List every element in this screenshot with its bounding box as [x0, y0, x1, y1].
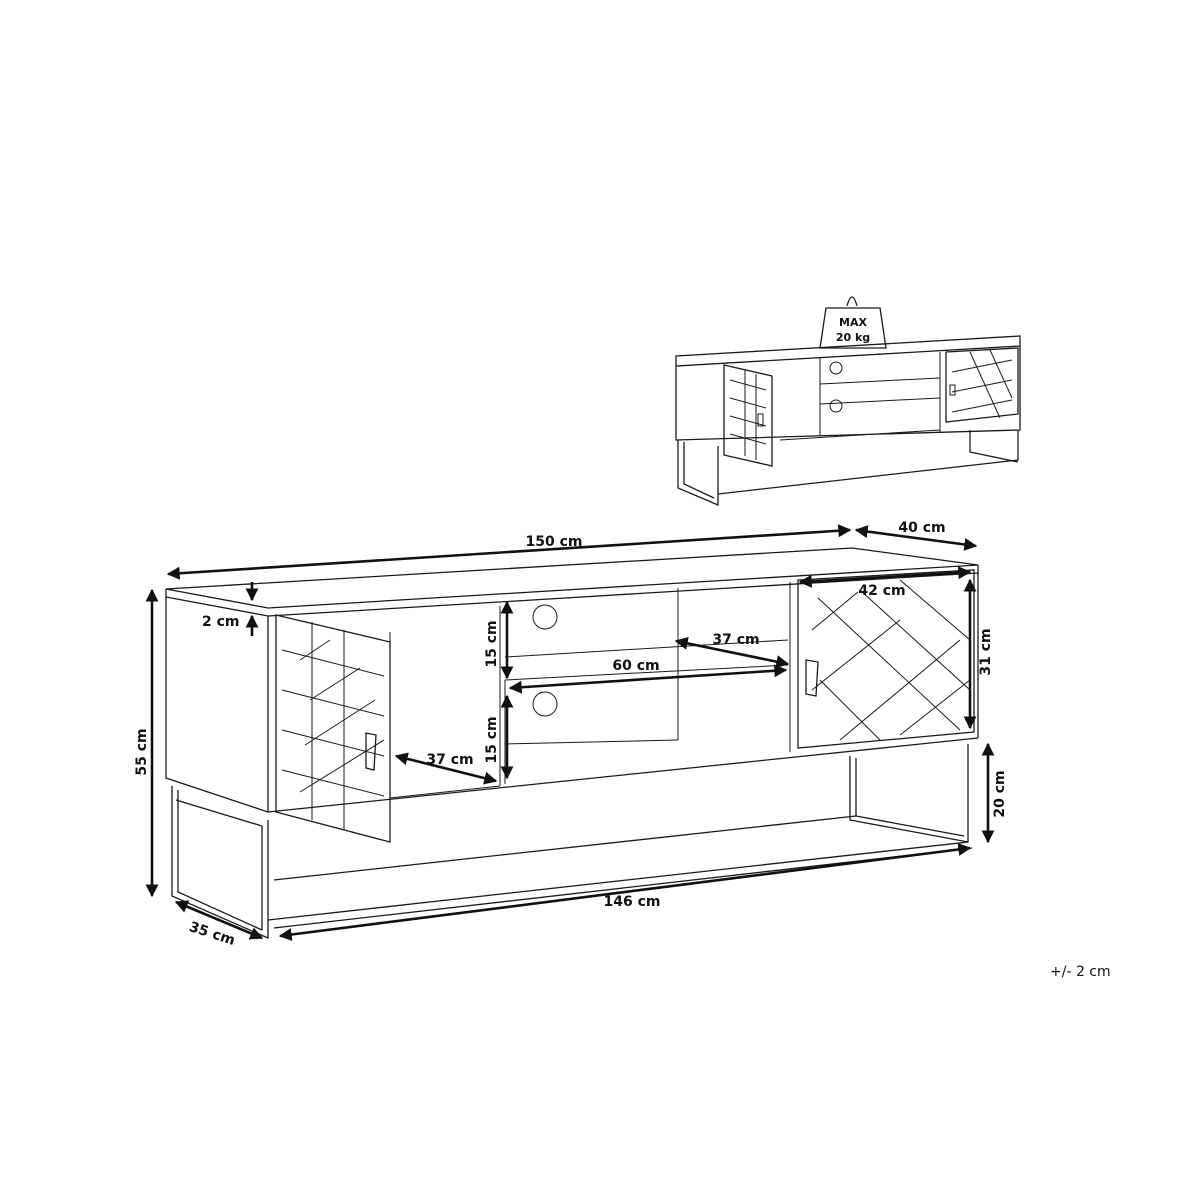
- tolerance-note: +/- 2 cm: [1050, 964, 1111, 980]
- label-frame-width: 146 cm: [604, 894, 661, 910]
- dimension-lines: 150 cm 40 cm 2 cm 55 cm 15 cm 15 cm 60 c…: [134, 520, 1008, 949]
- label-door-width: 42 cm: [858, 583, 905, 599]
- label-width-top: 150 cm: [526, 534, 583, 550]
- label-shelf-height-upper: 15 cm: [484, 620, 500, 667]
- label-door-height: 31 cm: [978, 628, 994, 675]
- max-load-line1: MAX: [839, 316, 867, 329]
- thumbnail-view: MAX 20 kg: [675, 296, 1021, 506]
- tv-stand-drawing: [165, 547, 979, 939]
- label-shelf-width: 60 cm: [612, 658, 659, 674]
- label-total-height: 55 cm: [134, 728, 150, 775]
- label-top-thickness: 2 cm: [202, 614, 240, 630]
- left-door-open: [275, 614, 391, 843]
- max-load-line2: 20 kg: [836, 331, 870, 344]
- label-cabinet-depth: 37 cm: [426, 752, 473, 768]
- label-shelf-height-lower: 15 cm: [484, 716, 500, 763]
- label-depth-top: 40 cm: [898, 520, 945, 536]
- metal-frame: [171, 744, 973, 939]
- label-shelf-depth: 37 cm: [712, 632, 759, 648]
- max-load-weight-icon: MAX 20 kg: [819, 296, 887, 349]
- label-leg-height: 20 cm: [992, 770, 1008, 817]
